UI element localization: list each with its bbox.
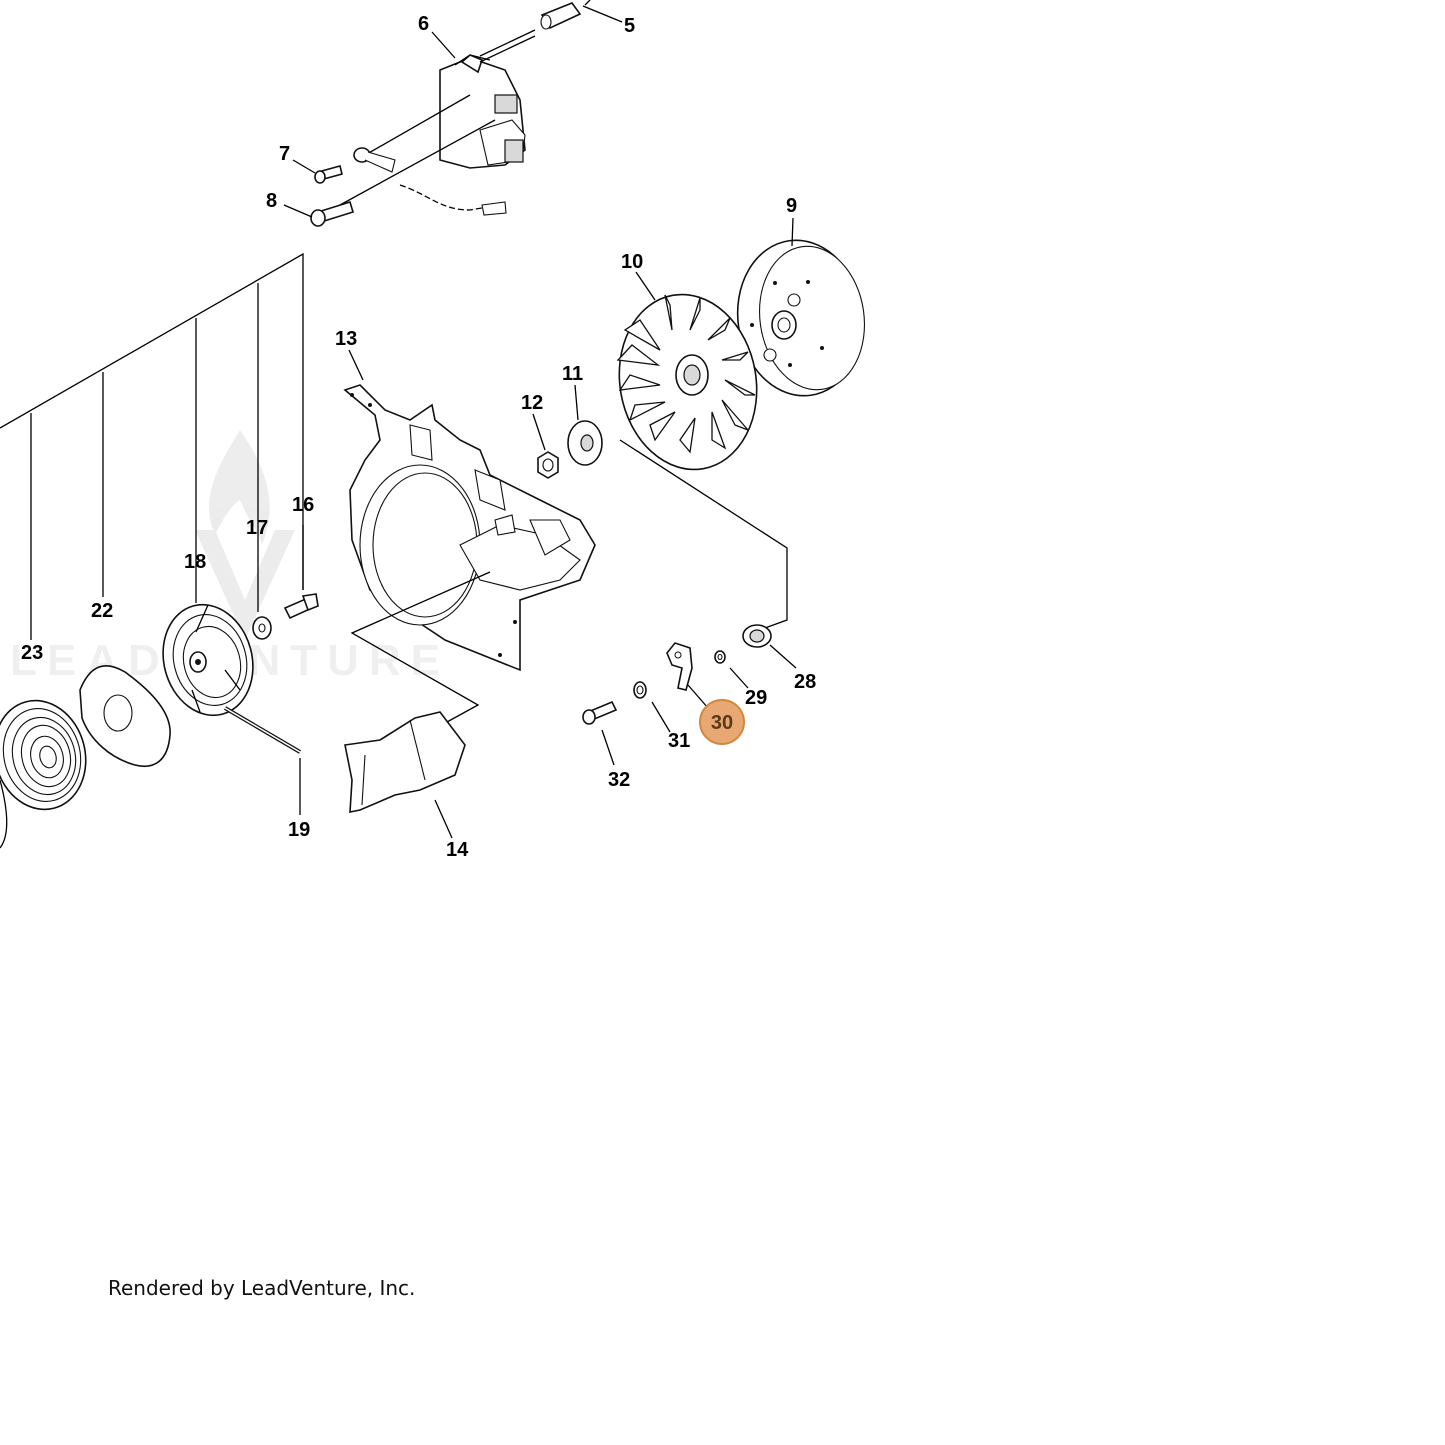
label-part-29[interactable]: 29 <box>745 687 767 709</box>
label-part-19[interactable]: 19 <box>288 819 310 841</box>
label-part-30[interactable]: 30 <box>711 712 733 734</box>
label-part-11[interactable]: 11 <box>562 363 583 385</box>
label-part-5[interactable]: 5 <box>624 15 635 37</box>
screw-part-16[interactable] <box>283 593 319 620</box>
label-part-22[interactable]: 22 <box>91 600 113 622</box>
label-part-17[interactable]: 17 <box>246 517 268 539</box>
label-part-18[interactable]: 18 <box>184 551 206 573</box>
spark-plug-boot-part-5[interactable] <box>540 2 582 30</box>
screw-part-7[interactable] <box>314 165 343 184</box>
watermark-logo <box>195 430 295 640</box>
air-guide-part-14[interactable] <box>344 711 466 813</box>
stud-part-32[interactable] <box>582 700 618 725</box>
label-part-14[interactable]: 14 <box>446 839 469 861</box>
highlighted-callout-part-30[interactable]: 30 <box>699 699 745 745</box>
label-part-8[interactable]: 8 <box>266 190 277 212</box>
label-part-10[interactable]: 10 <box>621 251 643 273</box>
washer-part-11[interactable] <box>567 420 603 466</box>
label-part-23[interactable]: 23 <box>21 642 43 664</box>
label-part-9[interactable]: 9 <box>786 195 797 217</box>
pawl-part-30[interactable] <box>666 642 693 691</box>
washer-part-29[interactable] <box>714 650 726 664</box>
label-part-28[interactable]: 28 <box>794 671 816 693</box>
ignition-coil-part-6[interactable] <box>399 29 536 216</box>
washer-part-17[interactable] <box>252 616 272 640</box>
washer-part-31[interactable] <box>633 681 647 699</box>
washer-lug[interactable] <box>353 147 396 173</box>
label-part-16[interactable]: 16 <box>292 494 314 516</box>
label-part-31[interactable]: 31 <box>668 730 690 752</box>
rope-rotor-part-18[interactable] <box>151 595 265 726</box>
rewind-spring-part-23[interactable] <box>0 690 98 849</box>
spring-cover-part-22[interactable] <box>79 664 171 767</box>
fan-wheel-part-10[interactable] <box>606 284 770 481</box>
sleeve-part-28[interactable] <box>742 624 772 648</box>
label-part-32[interactable]: 32 <box>608 769 630 791</box>
flywheel-part-9[interactable] <box>728 232 874 404</box>
label-part-6[interactable]: 6 <box>418 13 429 35</box>
bolt-part-8[interactable] <box>310 200 354 227</box>
footer-credit: Rendered by LeadVenture, Inc. <box>108 1276 416 1300</box>
label-part-12[interactable]: 12 <box>521 392 543 414</box>
fan-housing-part-13[interactable] <box>343 384 596 672</box>
label-part-13[interactable]: 13 <box>335 328 357 350</box>
nut-part-12[interactable] <box>537 451 559 479</box>
label-part-7[interactable]: 7 <box>279 143 290 165</box>
starter-rope-part-19[interactable] <box>223 706 302 754</box>
